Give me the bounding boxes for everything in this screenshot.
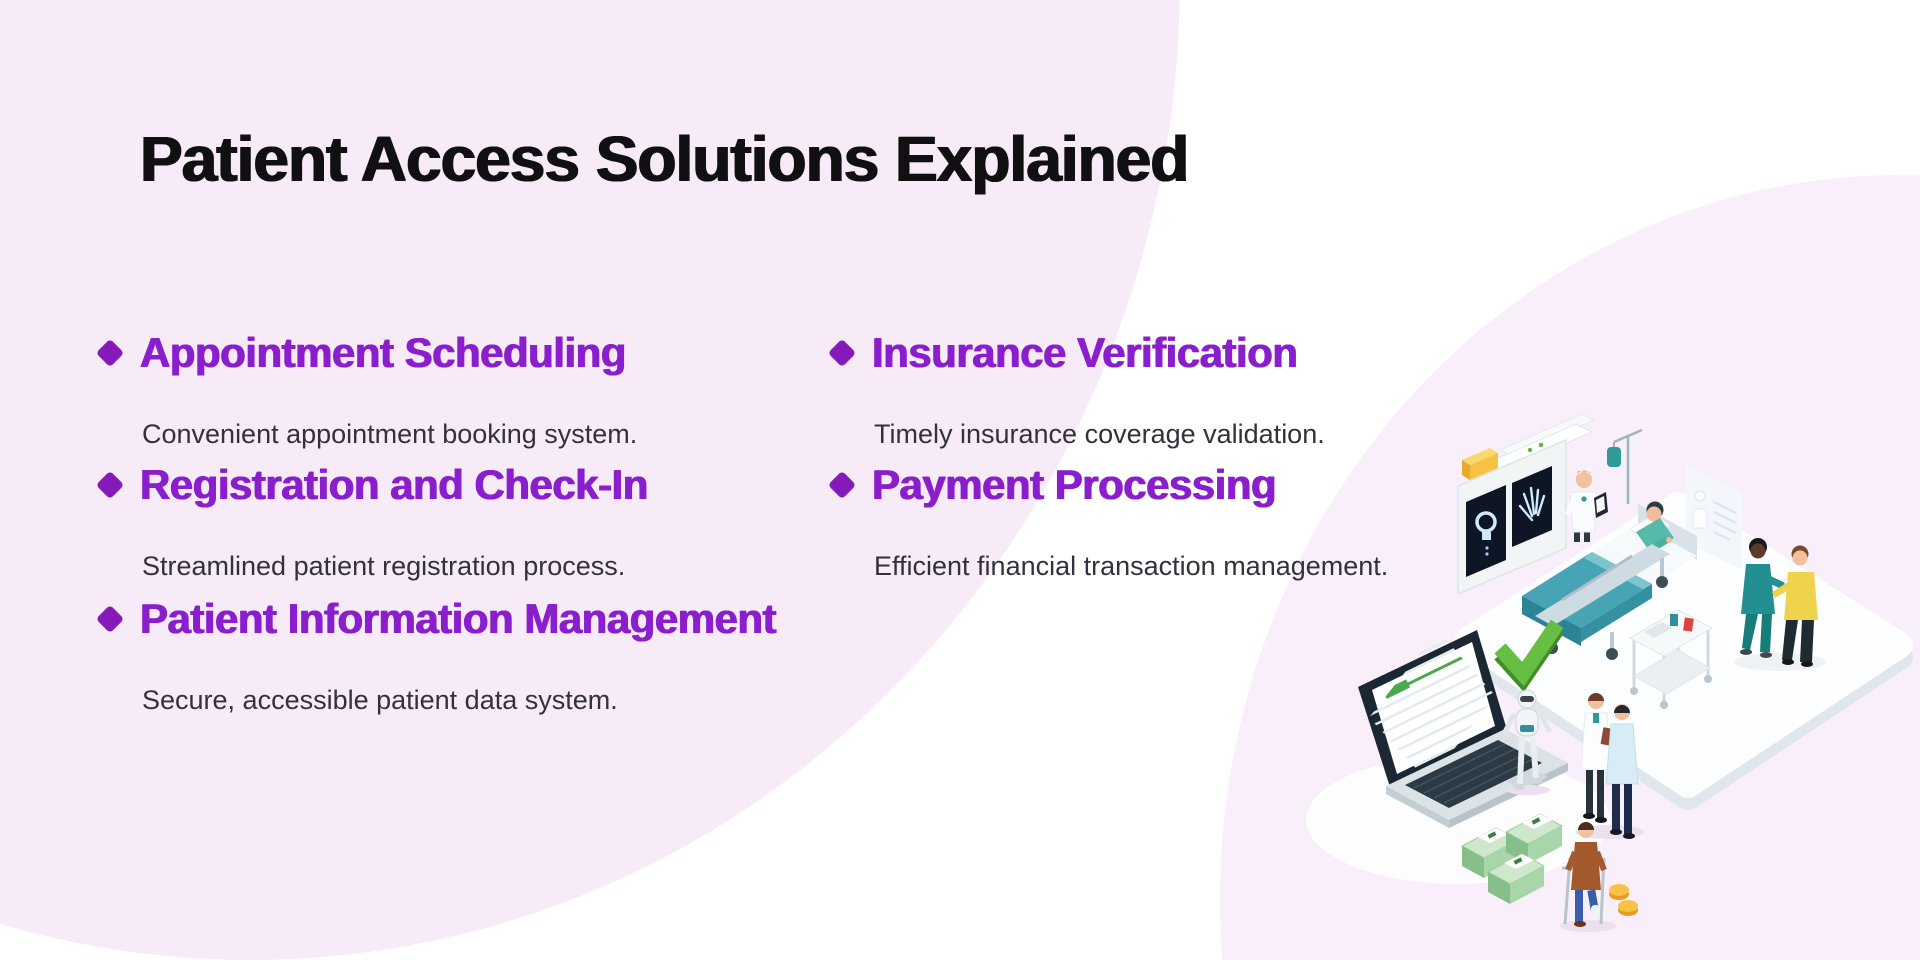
- person-icon: [1692, 508, 1708, 529]
- hospital-scene-illustration: [1306, 413, 1913, 932]
- robot-visor: [1520, 696, 1534, 702]
- patient-with-crutches: [1560, 822, 1616, 932]
- diamond-bullet-icon: [827, 338, 857, 368]
- red-book-icon: [1683, 617, 1694, 632]
- diamond-bullet-icon: [95, 604, 125, 634]
- item-title: Payment Processing: [872, 461, 1277, 508]
- item-description: Efficient financial transaction manageme…: [874, 551, 1389, 581]
- stethoscope-icon: [1581, 496, 1587, 502]
- page-title: Patient Access Solutions Explained: [140, 123, 1189, 195]
- cup-icon: [1670, 614, 1678, 626]
- yellow-box-icon: [1462, 448, 1498, 465]
- coins-icon: [1609, 884, 1638, 916]
- patient-shirt: [1784, 572, 1818, 620]
- nurse-scrubs: [1741, 564, 1775, 614]
- nurse-and-patient: [1734, 538, 1826, 671]
- patient-head: [1792, 550, 1808, 566]
- item-description: Convenient appointment booking system.: [142, 419, 638, 449]
- item-title: Appointment Scheduling: [140, 329, 626, 376]
- sweater: [1571, 842, 1601, 890]
- patient-chart-panel: [1686, 464, 1742, 570]
- medical-cart: [1628, 609, 1714, 709]
- iv-stand: [1607, 428, 1643, 504]
- item-title: Insurance Verification: [872, 329, 1298, 376]
- item-description: Secure, accessible patient data system.: [142, 685, 618, 715]
- leg-cast: [1591, 905, 1600, 920]
- item-description: Streamlined patient registration process…: [142, 551, 626, 581]
- cash-bundle: [1486, 853, 1546, 904]
- robot: [1502, 689, 1552, 795]
- doctors-pair: [1576, 693, 1644, 839]
- iv-bag-icon: [1607, 447, 1621, 467]
- doctor-at-bed: [1565, 470, 1608, 542]
- list-item-insurance-verification: Insurance Verification Timely insurance …: [827, 329, 1325, 452]
- list-item-payment-processing: Payment Processing Efficient financial t…: [827, 461, 1389, 584]
- checkmark-icon: [1494, 619, 1564, 693]
- wall-shelf: [1460, 413, 1596, 483]
- list-item-patient-information-management: Patient Information Management Secure, a…: [95, 595, 777, 718]
- diamond-bullet-icon: [95, 338, 125, 368]
- item-title: Patient Information Management: [140, 595, 777, 642]
- diamond-bullet-icon: [827, 470, 857, 500]
- keyboard: [1405, 740, 1542, 808]
- item-description: Timely insurance coverage validation.: [874, 419, 1325, 449]
- nurse-head: [1750, 543, 1766, 559]
- bed-patient-head: [1646, 506, 1662, 522]
- list-item-registration-check-in: Registration and Check-In Streamlined pa…: [95, 461, 648, 584]
- item-title: Registration and Check-In: [140, 461, 648, 508]
- money-stacks: [1460, 813, 1564, 904]
- diamond-bullet-icon: [95, 470, 125, 500]
- xray-panel: [1457, 438, 1567, 596]
- list-item-appointment-scheduling: Appointment Scheduling Convenient appoin…: [95, 329, 638, 452]
